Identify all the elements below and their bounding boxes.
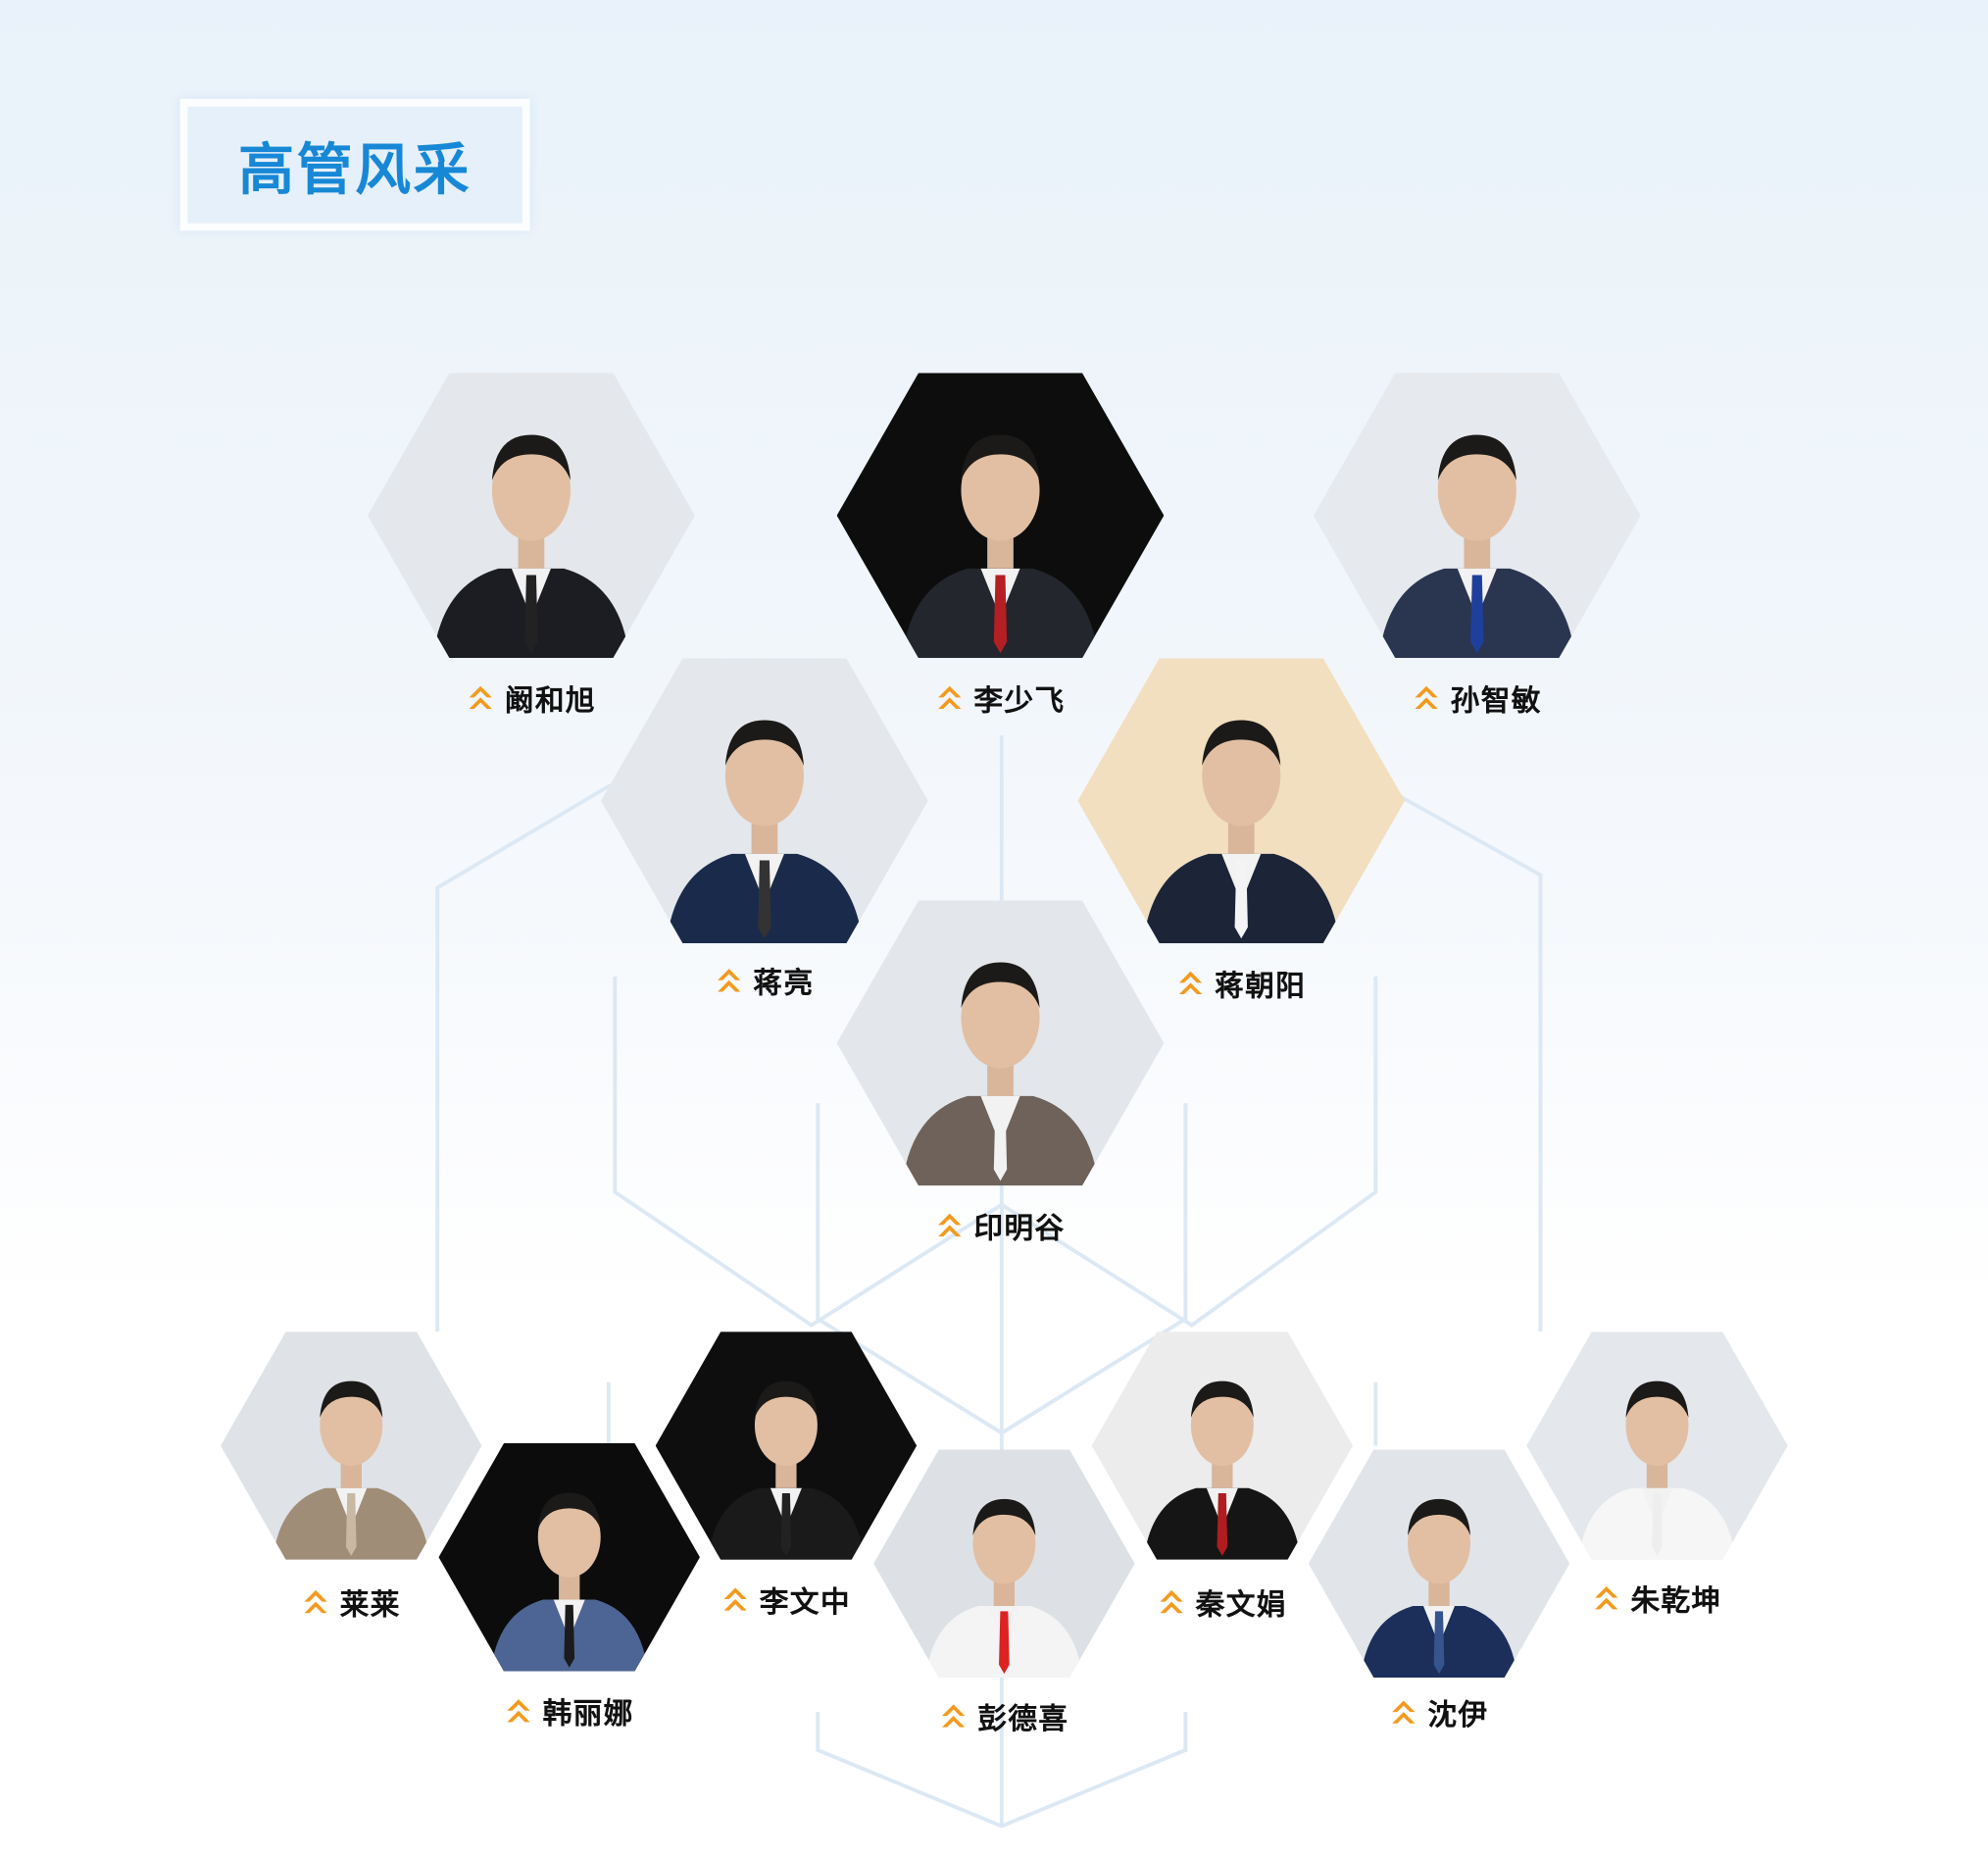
executive-name: 李文中 [759, 1586, 851, 1620]
chevron-up-icon [938, 685, 962, 710]
executive-name: 李少飞 [973, 684, 1066, 719]
executive-name: 朱乾坤 [1630, 1584, 1722, 1619]
chevron-up-icon [1595, 1586, 1618, 1610]
chevron-up-icon [1178, 971, 1203, 995]
section-title: 高管风采 [238, 137, 472, 203]
executive-name-label: 李少飞 [936, 676, 1066, 719]
chevron-up-icon [938, 1213, 962, 1237]
executive-name-label: 蒋亮 [715, 959, 814, 1002]
executive-card [1077, 658, 1406, 944]
executive-photo [601, 658, 928, 944]
executive-name-label: 蒋朝阳 [1176, 961, 1306, 1004]
executive-name: 秦文娟 [1195, 1588, 1287, 1623]
executive-name-label: 沈伊 [1390, 1690, 1489, 1733]
executive-card [836, 900, 1165, 1186]
executive-name-label: 印明谷 [936, 1203, 1066, 1246]
executive-card [368, 373, 695, 659]
executive-name-label: 莱莱 [302, 1581, 401, 1624]
executive-card [1313, 373, 1641, 659]
executive-card [221, 1331, 482, 1560]
executive-name-label: 孙智敏 [1413, 676, 1542, 719]
executive-name: 莱莱 [339, 1588, 401, 1623]
executive-card [655, 1331, 918, 1560]
chevron-up-icon [469, 685, 492, 710]
section-title-box: 高管风采 [179, 98, 530, 231]
executive-card [1091, 1331, 1354, 1560]
executive-photo [1313, 373, 1641, 659]
executive-card [873, 1449, 1135, 1679]
chevron-up-icon [723, 1587, 747, 1611]
executive-name-label: 李文中 [721, 1578, 851, 1621]
executive-name: 沈伊 [1427, 1699, 1489, 1732]
executive-name: 印明谷 [973, 1212, 1066, 1246]
executive-photo [368, 373, 695, 659]
chevron-up-icon [507, 1699, 530, 1723]
executive-name: 阚和旭 [504, 684, 596, 719]
chevron-up-icon [1392, 1700, 1416, 1724]
executive-card [438, 1442, 700, 1672]
executive-name-label: 朱乾坤 [1593, 1577, 1722, 1620]
chevron-up-icon [941, 1704, 966, 1728]
executive-card [836, 373, 1165, 659]
executive-name: 孙智敏 [1450, 684, 1542, 719]
executive-card [601, 658, 928, 944]
executive-name-label: 彭德喜 [939, 1694, 1069, 1737]
executive-name: 蒋朝阳 [1215, 970, 1307, 1004]
executive-name-label: 秦文娟 [1158, 1581, 1287, 1624]
chevron-up-icon [304, 1589, 327, 1614]
executive-name: 韩丽娜 [542, 1697, 634, 1732]
executive-card [1308, 1449, 1570, 1679]
executive-name-label: 韩丽娜 [505, 1689, 634, 1732]
chevron-up-icon [1160, 1589, 1183, 1614]
executive-photo [1526, 1331, 1788, 1560]
executive-name: 彭德喜 [977, 1703, 1069, 1736]
executive-name-label: 阚和旭 [467, 676, 596, 719]
executive-photo [1077, 658, 1406, 944]
chevron-up-icon [1415, 685, 1438, 710]
executive-photo [836, 900, 1165, 1186]
executive-name: 蒋亮 [753, 967, 815, 1001]
executive-card [1526, 1331, 1788, 1560]
executive-photo [836, 373, 1165, 659]
chevron-up-icon [718, 969, 741, 992]
